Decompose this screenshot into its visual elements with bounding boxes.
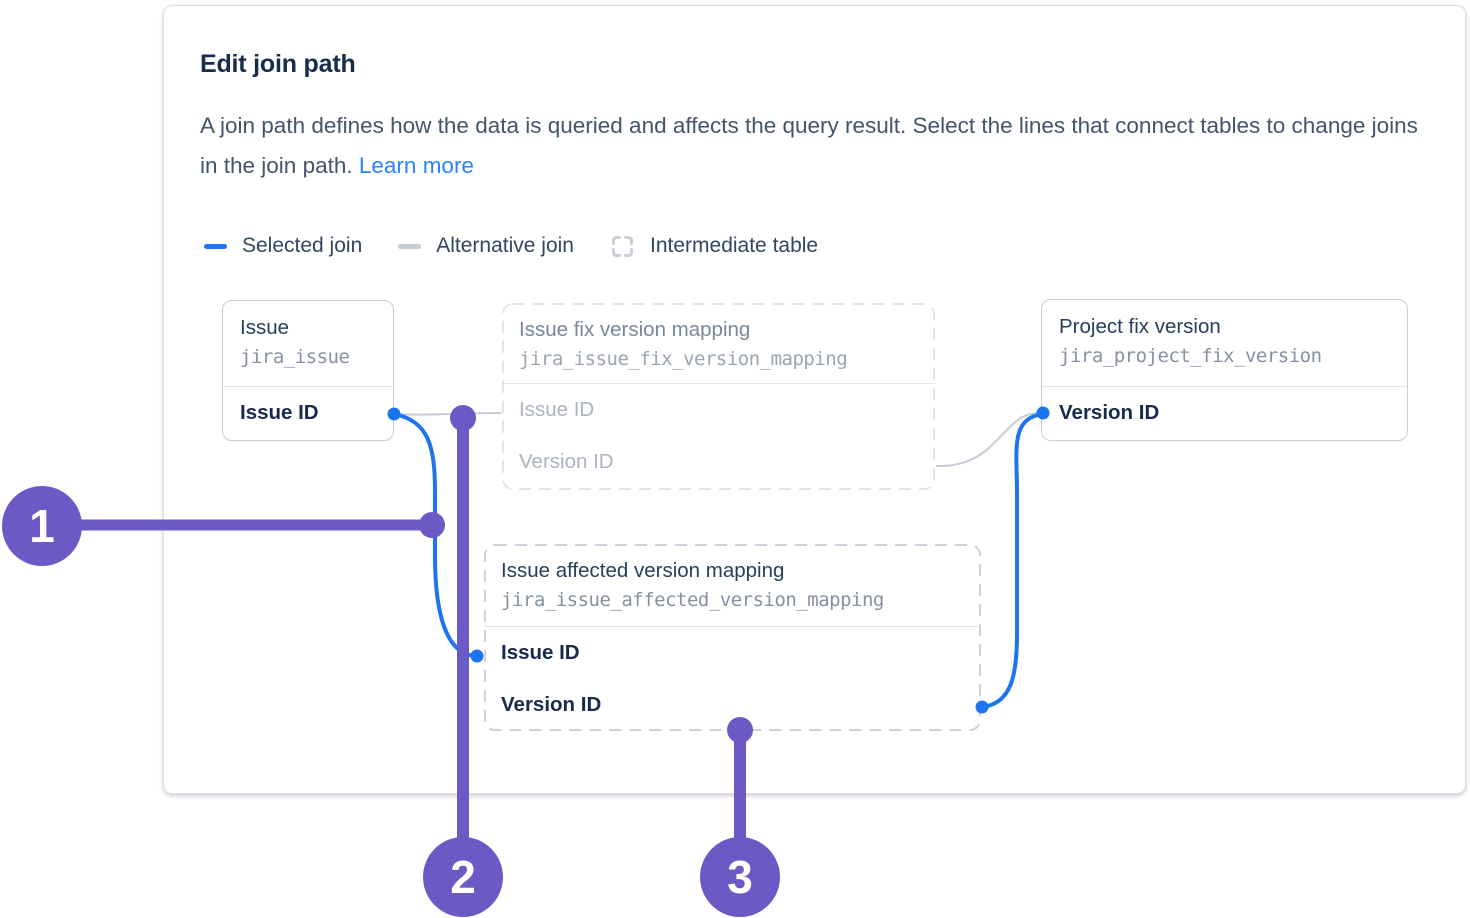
field-issue-id: Issue ID <box>519 398 595 421</box>
table-header: Issue affected version mapping jira_issu… <box>484 544 981 627</box>
table-name: jira_issue_affected_version_mapping <box>501 589 884 611</box>
card-description: A join path defines how the data is quer… <box>200 106 1422 186</box>
alternative-join-dash-icon <box>398 243 422 249</box>
callout-number: 2 <box>450 851 476 903</box>
field-issue-id: Issue ID <box>501 641 580 664</box>
callout-1-circle: 1 <box>2 486 82 566</box>
field-version-id: Version ID <box>519 450 614 473</box>
table-name: jira_issue_fix_version_mapping <box>519 348 848 370</box>
table-card-issue: Issue jira_issue Issue ID <box>222 300 394 441</box>
table-name: jira_issue <box>240 346 350 368</box>
card-title: Edit join path <box>200 50 356 78</box>
callout-3-circle: 3 <box>700 837 780 917</box>
card-description-text: A join path defines how the data is quer… <box>200 113 1418 178</box>
table-title: Issue <box>240 316 289 339</box>
join-legend: Selected join Alternative join Intermedi… <box>204 230 818 262</box>
table-title: Issue affected version mapping <box>501 559 785 582</box>
table-title: Project fix version <box>1059 315 1221 338</box>
intermediate-table-icon <box>612 235 633 257</box>
callout-number: 1 <box>29 500 55 552</box>
table-title: Issue fix version mapping <box>519 318 751 341</box>
legend-item-intermediate-table: Intermediate table <box>610 234 818 259</box>
field-version-id: Version ID <box>501 693 602 716</box>
legend-label: Intermediate table <box>650 234 819 257</box>
legend-label: Alternative join <box>436 234 574 257</box>
legend-item-alternative-join: Alternative join <box>398 234 574 258</box>
table-header: Issue fix version mapping jira_issue_fix… <box>502 303 935 384</box>
learn-more-link[interactable]: Learn more <box>358 153 474 178</box>
legend-item-selected-join: Selected join <box>204 234 362 258</box>
callout-2-circle: 2 <box>423 837 503 917</box>
legend-label: Selected join <box>242 234 363 257</box>
table-card-issue-affected-version-mapping: Issue affected version mapping jira_issu… <box>484 544 981 731</box>
table-name: jira_project_fix_version <box>1059 345 1322 367</box>
callout-number: 3 <box>727 851 753 903</box>
table-header: Project fix version jira_project_fix_ver… <box>1042 300 1407 387</box>
table-card-issue-fix-version-mapping: Issue fix version mapping jira_issue_fix… <box>502 303 935 490</box>
selected-join-dash-icon <box>204 243 227 249</box>
table-header: Issue jira_issue <box>223 301 393 387</box>
table-card-project-fix-version: Project fix version jira_project_fix_ver… <box>1041 299 1408 441</box>
field-issue-id: Issue ID <box>240 401 319 424</box>
dashed-border <box>502 303 935 490</box>
field-version-id: Version ID <box>1059 401 1160 424</box>
